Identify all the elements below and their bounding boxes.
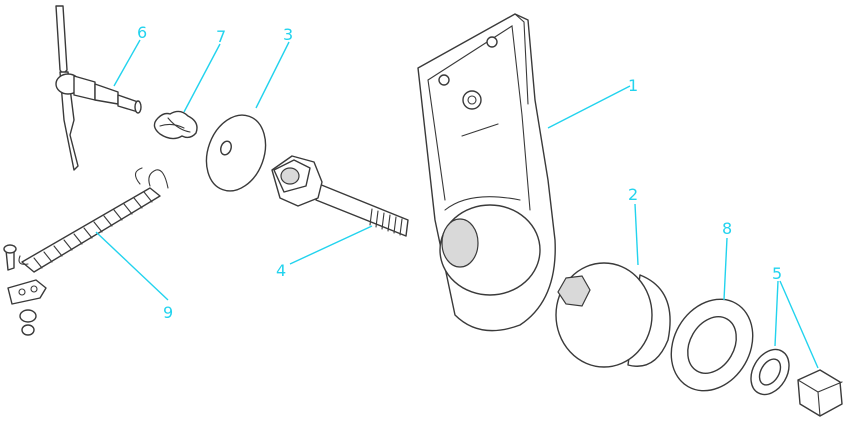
callout-4: 4 — [276, 261, 286, 280]
leader-4 — [289, 225, 373, 265]
part-3-washer — [205, 114, 267, 192]
leader-6 — [113, 39, 141, 87]
leader-2 — [634, 203, 639, 266]
leader-9 — [95, 231, 169, 301]
leader-7 — [183, 43, 221, 113]
part-6-lever-pin — [55, 5, 142, 171]
part-5-washer-and-nut — [750, 348, 843, 417]
leader-1 — [547, 85, 631, 129]
callout-2: 2 — [628, 185, 638, 204]
part-1-bracket — [417, 13, 556, 332]
part-9-spring-assembly — [3, 167, 169, 336]
callout-1: 1 — [628, 76, 638, 95]
callout-3: 3 — [283, 25, 293, 44]
part-4-hex-bolt — [271, 155, 409, 237]
callout-9: 9 — [163, 303, 173, 322]
callout-6: 6 — [137, 23, 147, 42]
leader-3 — [255, 41, 290, 109]
part-7-spring-clip — [153, 110, 198, 140]
callout-8: 8 — [722, 219, 732, 238]
leader-5b — [779, 280, 819, 369]
part-8-large-washer — [670, 298, 754, 392]
callout-7: 7 — [216, 27, 226, 46]
part-2-ball-stud — [555, 262, 671, 368]
callout-5: 5 — [772, 264, 782, 283]
leader-5a — [774, 280, 779, 347]
leader-8 — [723, 237, 728, 301]
